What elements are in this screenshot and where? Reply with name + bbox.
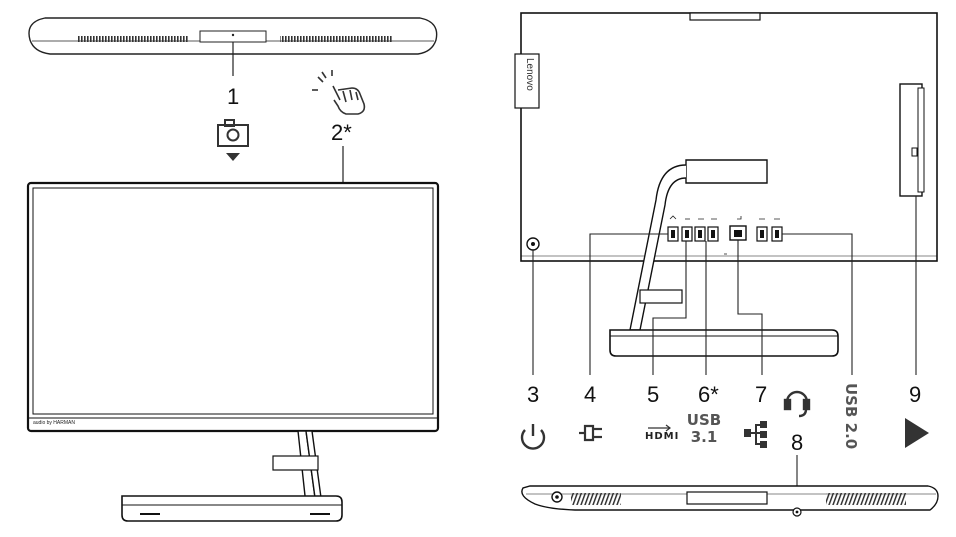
callout-touch: 2* [331,120,352,145]
monitor-back-view [514,12,938,357]
usb31-label-top: USB [686,411,722,429]
monitor-bottom-view [521,485,939,517]
power-icon [520,424,546,450]
hdmi-label: HDMI [645,431,680,442]
power-plug-icon [579,424,602,442]
usb20-label: USB 2.0 [842,383,860,450]
lenovo-logo: Lenovo [524,58,535,91]
screen-brand-text: audio by HARMAN [33,420,75,426]
callout-optical: 9 [909,382,922,407]
eject-arrow-icon [905,418,929,448]
leader-lines [532,196,917,505]
callout-ethernet: 7 [755,382,768,407]
hdmi-icon [648,424,671,432]
callout-power-in: 4 [584,382,597,407]
camera-icon [217,119,249,161]
callout-audio: 8 [791,430,804,455]
callout-usb31: 6* [698,382,719,407]
usb31-label-bottom: 3.1 [690,428,718,446]
callout-power: 3 [527,382,540,407]
monitor-front-view [26,181,440,522]
headset-icon [783,390,811,418]
callout-hdmi: 5 [647,382,660,407]
network-icon [744,421,767,448]
webcam-module [199,30,267,43]
callout-camera: 1 [227,84,240,109]
monitor-top-view [28,17,438,76]
touch-gesture-icon [312,70,366,115]
